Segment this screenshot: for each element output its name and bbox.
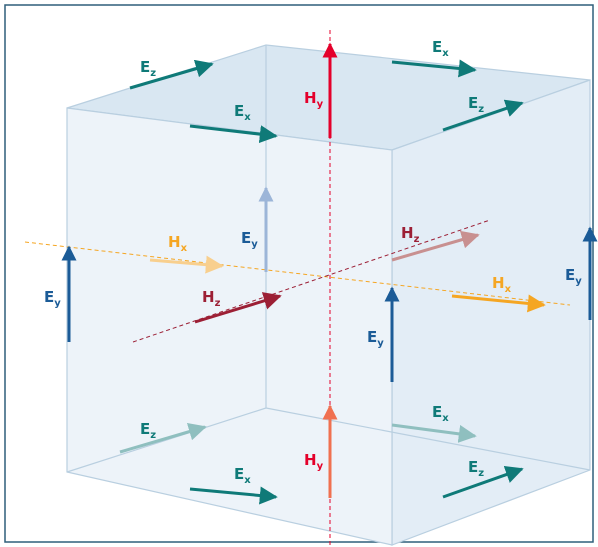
label-ey-left: Ey (44, 288, 61, 309)
label-ey-back: Ey (241, 229, 258, 250)
label-ez-bottom-front: Ez (468, 458, 484, 479)
label-ez-bottom-back: Ez (140, 420, 156, 441)
hx-left-arrow (149, 255, 224, 274)
ex-bottom-back-arrow (391, 423, 477, 443)
ez-top-back-arrow (129, 59, 214, 90)
ex-top-front-arrow (189, 124, 278, 144)
label-ex-top-back: Ex (432, 38, 449, 59)
label-hz-back: Hz (401, 224, 420, 245)
label-hx-left: Hx (168, 233, 188, 254)
cube-front-face (66, 107, 393, 546)
hz-back-arrow (391, 230, 480, 262)
ez-bottom-front-arrow (442, 465, 524, 499)
x-axis-dashed-line (24, 241, 571, 306)
ez-bottom-back-arrow (119, 422, 207, 454)
cube-back-bottom-right-edge (265, 407, 591, 471)
cube-back-bottom-left-edge (66, 407, 267, 473)
label-hy-bottom: Hy (304, 451, 324, 472)
label-hx-right: Hx (492, 274, 512, 295)
label-ez-top-back: Ez (140, 58, 156, 79)
label-hz-front: Hz (202, 288, 221, 309)
label-ey-front: Ey (367, 328, 384, 349)
ex-top-back-arrow (391, 59, 477, 78)
label-ey-right: Ey (565, 266, 582, 287)
label-ex-bottom-front: Ex (234, 465, 251, 486)
label-hy-top: Hy (304, 89, 324, 110)
ex-bottom-front-arrow (189, 486, 278, 505)
label-ez-top-front: Ez (468, 94, 484, 115)
label-ex-bottom-back: Ex (432, 403, 449, 424)
hx-right-arrow (451, 294, 546, 313)
outer-frame (4, 4, 594, 543)
ez-top-front-arrow (442, 99, 524, 132)
label-ex-top-front: Ex (234, 102, 251, 123)
cube-right-face (391, 79, 591, 546)
hz-front-arrow (194, 292, 282, 324)
